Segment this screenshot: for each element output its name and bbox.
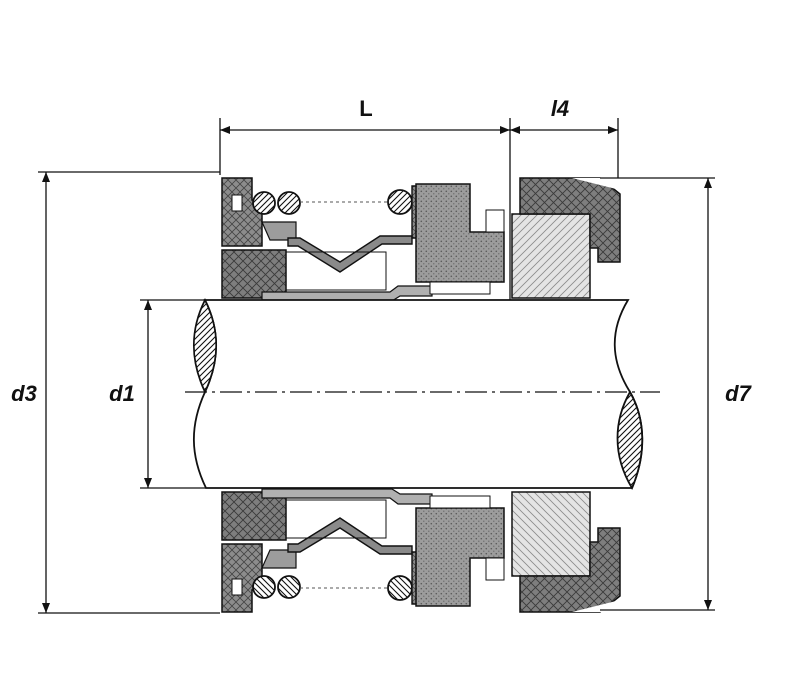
stationary-seat-top	[511, 213, 591, 299]
seal-bottom-half	[221, 488, 621, 613]
spring-coil-top-3	[387, 189, 413, 215]
shaft	[185, 297, 660, 490]
label-d3: d3	[11, 381, 37, 406]
bellows-top	[287, 235, 413, 273]
shaft-body	[193, 299, 644, 489]
retainer-top	[221, 177, 263, 247]
sleeve-top	[261, 285, 433, 302]
gland-ring-top	[221, 249, 287, 299]
spring-coil-top-1	[252, 191, 276, 215]
label-d7: d7	[725, 381, 752, 406]
dimension-arrows	[42, 126, 712, 613]
seal-top-half	[221, 177, 621, 302]
dimension-lines	[38, 118, 715, 614]
label-l4: l4	[551, 96, 569, 121]
rotating-face-top	[415, 183, 505, 283]
label-d1: d1	[109, 381, 135, 406]
shaft-break-right	[616, 390, 644, 490]
spring-coil-top-2	[277, 191, 301, 215]
label-L: L	[359, 96, 372, 121]
